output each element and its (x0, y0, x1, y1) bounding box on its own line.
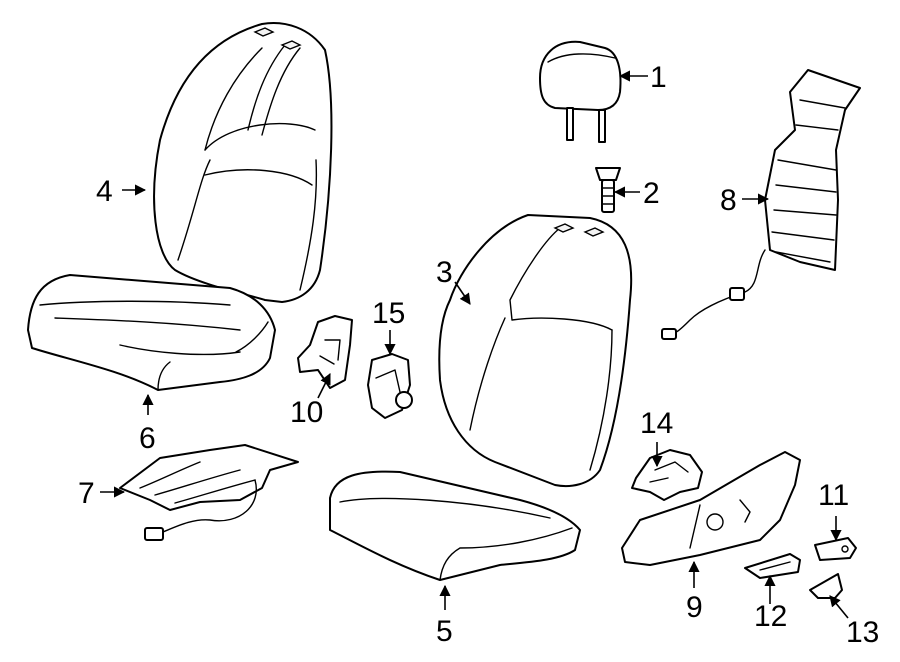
part-10-bracket[interactable] (297, 315, 353, 389)
callout-3: 3 (436, 256, 453, 289)
callout-12: 12 (754, 600, 787, 633)
part-4-seat-back-cover[interactable] (153, 22, 333, 303)
part-11-knob[interactable] (814, 537, 857, 561)
callout-11: 11 (818, 479, 849, 512)
part-5-seat-cushion[interactable] (329, 470, 581, 581)
callout-7: 7 (78, 477, 95, 510)
leader-lines (100, 70, 849, 619)
part-2-headrest-guide[interactable] (595, 167, 621, 213)
part-12-handle[interactable] (744, 553, 801, 579)
callout-numbers: 1 2 3 4 5 6 7 8 9 10 11 12 13 14 15 (78, 61, 879, 649)
part-9-side-shield[interactable] (621, 451, 801, 566)
part-6-seat-cushion-cover[interactable] (27, 274, 276, 391)
callout-14: 14 (640, 407, 673, 440)
callout-13: 13 (846, 616, 879, 649)
callout-1: 1 (650, 61, 667, 94)
part-8-back-heater[interactable] (661, 69, 861, 340)
callout-2: 2 (643, 177, 660, 210)
callout-4: 4 (96, 175, 113, 208)
callout-6: 6 (139, 422, 156, 455)
part-1-headrest[interactable] (539, 40, 622, 143)
part-3-seat-back[interactable] (438, 214, 633, 488)
part-15-side-cover[interactable] (367, 353, 413, 419)
callout-9: 9 (686, 591, 703, 624)
callout-10: 10 (290, 396, 323, 429)
callout-8: 8 (720, 184, 737, 217)
part-13-cap[interactable] (809, 573, 843, 599)
part-7-seat-heater[interactable] (119, 444, 299, 541)
part-14-bracket[interactable] (631, 449, 703, 501)
callout-5: 5 (436, 615, 453, 648)
callout-15: 15 (372, 297, 405, 330)
